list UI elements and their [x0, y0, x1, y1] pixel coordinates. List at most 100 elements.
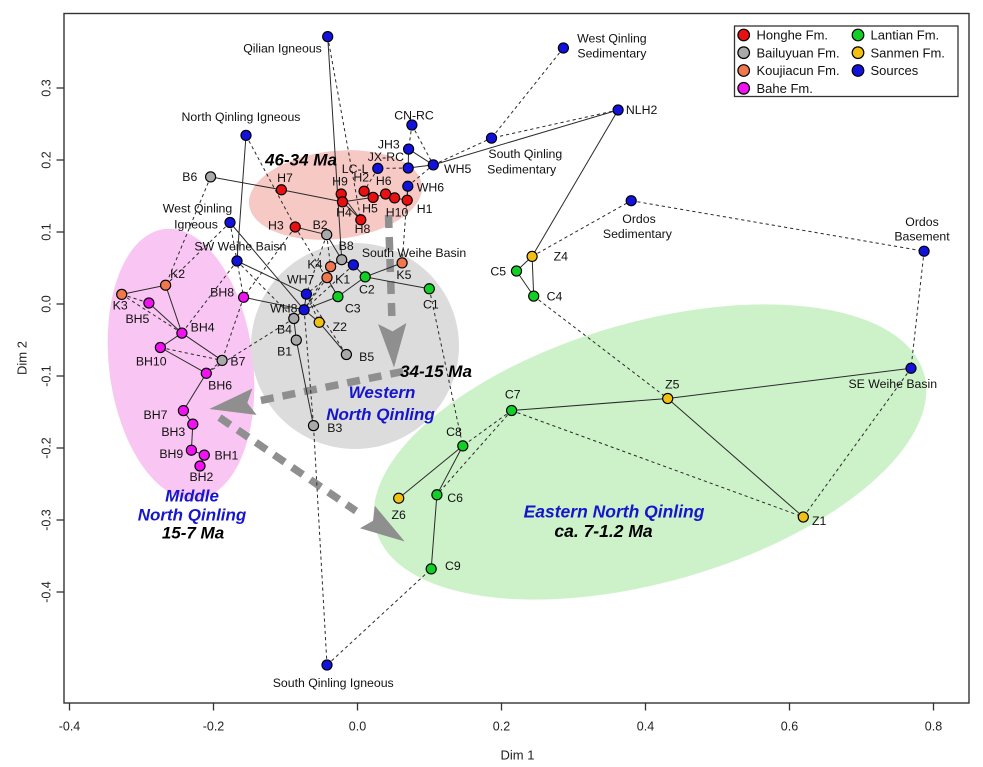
svg-text:Bailuyuan Fm.: Bailuyuan Fm.	[757, 45, 840, 60]
svg-text:C3: C3	[345, 302, 361, 316]
svg-text:CN-RC: CN-RC	[394, 109, 434, 123]
svg-text:K4: K4	[307, 258, 322, 272]
svg-text:C5: C5	[490, 264, 506, 278]
svg-text:SW Weihe Baisn: SW Weihe Baisn	[194, 239, 286, 253]
svg-text:C7: C7	[505, 387, 521, 401]
svg-text:K2: K2	[170, 267, 185, 281]
svg-text:B5: B5	[359, 350, 374, 364]
svg-text:0.8: 0.8	[925, 720, 942, 734]
svg-text:Middle: Middle	[165, 487, 219, 506]
svg-text:BH8: BH8	[210, 285, 234, 299]
svg-text:H3: H3	[268, 218, 284, 232]
svg-text:Sources: Sources	[871, 63, 919, 78]
svg-text:Igneous: Igneous	[174, 217, 218, 231]
svg-text:Sedimentary: Sedimentary	[603, 227, 673, 241]
svg-text:Lantian Fm.: Lantian Fm.	[871, 28, 940, 43]
svg-text:B4: B4	[277, 322, 292, 336]
svg-text:Z4: Z4	[554, 250, 569, 264]
svg-text:C9: C9	[445, 559, 461, 573]
svg-text:0.6: 0.6	[781, 720, 798, 734]
svg-text:BH10: BH10	[136, 354, 167, 368]
svg-text:Dim 2: Dim 2	[14, 341, 29, 375]
svg-text:Z2: Z2	[333, 320, 348, 334]
svg-text:H8: H8	[355, 222, 371, 236]
svg-text:46-34 Ma: 46-34 Ma	[264, 150, 337, 169]
svg-text:BH7: BH7	[144, 408, 168, 422]
svg-text:LC-L: LC-L	[342, 162, 369, 176]
svg-text:Sedimentary: Sedimentary	[577, 47, 647, 61]
svg-text:B2: B2	[313, 218, 328, 232]
svg-text:North Qinling Igneous: North Qinling Igneous	[182, 110, 301, 124]
svg-text:H2: H2	[353, 171, 369, 185]
svg-text:0.2: 0.2	[493, 720, 510, 734]
svg-text:WH7: WH7	[287, 273, 314, 287]
svg-text:Koujiacun Fm.: Koujiacun Fm.	[757, 63, 840, 78]
svg-text:Eastern North Qinling: Eastern North Qinling	[524, 502, 705, 522]
svg-text:WH5: WH5	[444, 162, 471, 176]
svg-text:H9: H9	[332, 174, 348, 188]
svg-text:South Qinling: South Qinling	[488, 147, 562, 161]
svg-text:-0.3: -0.3	[39, 509, 53, 531]
svg-text:K5: K5	[396, 268, 411, 282]
svg-text:0.0: 0.0	[349, 720, 366, 734]
svg-text:-0.2: -0.2	[203, 720, 225, 734]
svg-text:0.2: 0.2	[39, 151, 53, 168]
svg-text:West Qinling: West Qinling	[577, 31, 647, 45]
svg-text:WH8: WH8	[270, 302, 297, 316]
svg-text:H1: H1	[417, 202, 433, 216]
svg-text:North Qinling: North Qinling	[138, 506, 247, 525]
svg-text:BH4: BH4	[191, 321, 215, 335]
svg-text:Sedimentary: Sedimentary	[487, 163, 557, 177]
svg-text:C6: C6	[447, 491, 463, 505]
svg-text:Z5: Z5	[665, 378, 680, 392]
svg-text:H6: H6	[376, 174, 392, 188]
svg-text:SE Weihe Basin: SE Weihe Basin	[848, 377, 937, 391]
svg-text:-0.4: -0.4	[39, 581, 53, 603]
svg-text:Western: Western	[349, 383, 416, 402]
svg-text:Ordos: Ordos	[622, 212, 656, 226]
svg-text:BH2: BH2	[189, 470, 213, 484]
svg-text:-0.4: -0.4	[59, 720, 81, 734]
svg-text:0.0: 0.0	[39, 295, 53, 312]
svg-text:Sanmen Fm.: Sanmen Fm.	[871, 45, 945, 60]
svg-text:0.1: 0.1	[39, 223, 53, 240]
svg-text:Ordos: Ordos	[905, 215, 939, 229]
svg-text:0.3: 0.3	[39, 79, 53, 96]
svg-text:C8: C8	[446, 425, 462, 439]
svg-text:JX-RC: JX-RC	[368, 150, 404, 164]
svg-text:ca. 7-1.2 Ma: ca. 7-1.2 Ma	[554, 521, 653, 541]
svg-text:Bahe Fm.: Bahe Fm.	[757, 81, 813, 96]
svg-text:H4: H4	[336, 206, 352, 220]
svg-text:BH3: BH3	[161, 425, 185, 439]
svg-text:BH5: BH5	[125, 312, 149, 326]
svg-text:Z6: Z6	[392, 508, 407, 522]
svg-text:South Weihe Basin: South Weihe Basin	[362, 246, 467, 260]
svg-text:BH1: BH1	[214, 448, 238, 462]
svg-text:-0.2: -0.2	[39, 437, 53, 459]
svg-text:B7: B7	[230, 354, 245, 368]
svg-text:Basement: Basement	[894, 229, 950, 243]
svg-text:West Qinling: West Qinling	[163, 201, 233, 215]
svg-text:H10: H10	[386, 205, 409, 219]
svg-text:34-15 Ma: 34-15 Ma	[400, 362, 472, 381]
svg-text:H7: H7	[277, 171, 293, 185]
svg-text:South Qinling Igneous: South Qinling Igneous	[273, 676, 394, 690]
svg-text:NLH2: NLH2	[626, 103, 658, 117]
svg-text:B3: B3	[327, 421, 342, 435]
svg-text:C1: C1	[423, 298, 439, 312]
svg-text:B1: B1	[277, 344, 292, 358]
svg-text:JH3: JH3	[378, 138, 400, 152]
svg-text:Qilian Igneous: Qilian Igneous	[243, 41, 322, 55]
svg-text:Honghe Fm.: Honghe Fm.	[757, 28, 829, 43]
svg-text:BH6: BH6	[208, 379, 232, 393]
svg-text:Dim 1: Dim 1	[501, 748, 535, 763]
svg-text:H5: H5	[362, 201, 378, 215]
svg-text:-0.1: -0.1	[39, 365, 53, 387]
svg-text:North Qinling: North Qinling	[326, 405, 435, 424]
svg-text:Z1: Z1	[812, 514, 827, 528]
svg-text:WH6: WH6	[417, 181, 444, 195]
svg-text:C2: C2	[359, 282, 375, 296]
svg-text:0.4: 0.4	[637, 720, 654, 734]
svg-text:B8: B8	[339, 239, 354, 253]
svg-text:BH9: BH9	[159, 447, 183, 461]
